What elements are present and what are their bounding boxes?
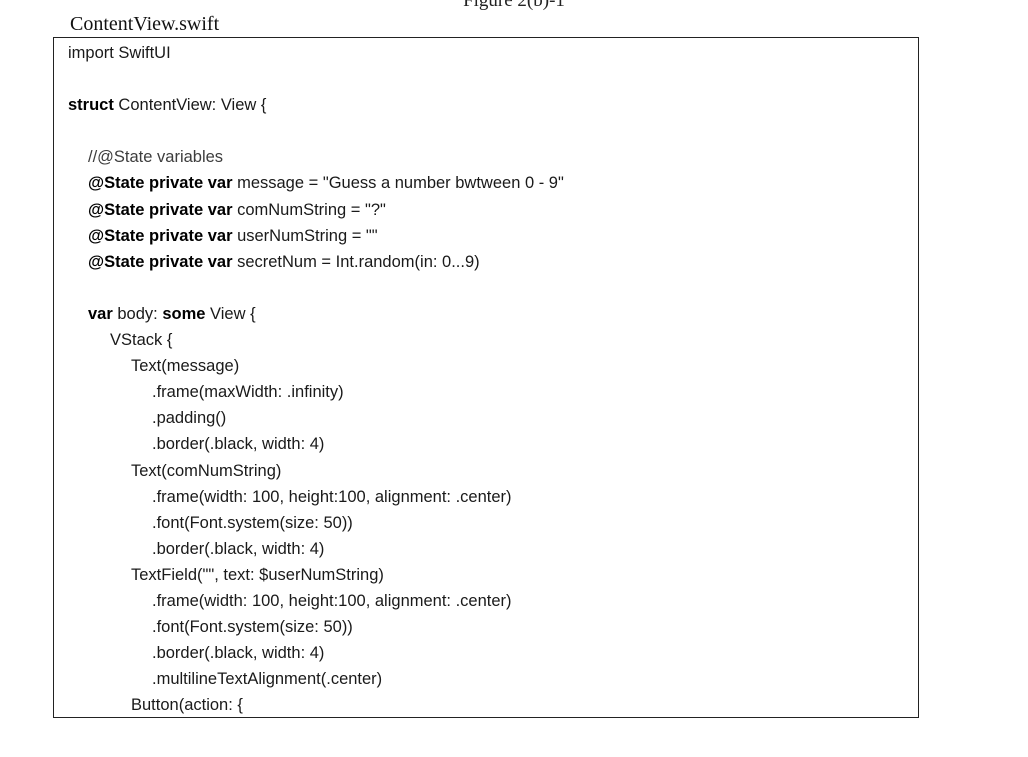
code-text: .multilineTextAlignment(.center) (152, 670, 383, 689)
code-line: .border(.black, width: 4) (68, 536, 912, 562)
code-text: VStack { (110, 331, 173, 350)
code-text: .padding() (152, 409, 227, 428)
code-text: message = "Guess a number bwtween 0 - 9" (232, 174, 564, 193)
code-text: .frame(width: 100, height:100, alignment… (152, 591, 512, 610)
code-text: .frame(width: 100, height:100, alignment… (152, 487, 512, 506)
code-text: Button(action: { (131, 696, 243, 715)
code-text: .border(.black, width: 4) (152, 539, 325, 558)
code-line: .padding() (68, 405, 912, 431)
code-text: Text(comNumString) (131, 461, 282, 480)
code-line: .frame(width: 100, height:100, alignment… (68, 484, 912, 510)
figure-caption: Figure 2(b)-1 (463, 0, 565, 11)
code-text: .font(Font.system(size: 50)) (152, 513, 353, 532)
code-line: Text(comNumString) (68, 458, 912, 484)
keyword: @State private var (88, 174, 233, 193)
code-line: .border(.black, width: 4) (68, 640, 912, 666)
code-text: View { (205, 304, 256, 323)
code-line: TextField("", text: $userNumString) (68, 562, 912, 588)
code-line-blank (68, 118, 912, 144)
code-text: .font(Font.system(size: 50)) (152, 618, 353, 637)
code-text: body: (112, 304, 163, 323)
code-line: @State private var secretNum = Int.rando… (68, 249, 912, 275)
keyword: @State private var (88, 252, 233, 271)
code-line-blank (68, 66, 912, 92)
code-line: .font(Font.system(size: 50)) (68, 510, 912, 536)
code-line: .font(Font.system(size: 50)) (68, 614, 912, 640)
code-line: .multilineTextAlignment(.center) (68, 666, 912, 692)
code-text: ContentView: View { (113, 96, 267, 115)
code-line: @State private var comNumString = "?" (68, 197, 912, 223)
code-line: @State private var userNumString = "" (68, 223, 912, 249)
code-text: secretNum = Int.random(in: 0...9) (232, 252, 480, 271)
code-line: Button(action: { (68, 692, 912, 717)
code-line: @State private var message = "Guess a nu… (68, 170, 912, 196)
file-title: ContentView.swift (70, 13, 220, 35)
code-text: userNumString = "" (232, 226, 378, 245)
keyword: @State private var (88, 226, 233, 245)
code-line: struct ContentView: View { (68, 92, 912, 118)
code-comment: //@State variables (88, 148, 224, 167)
code-text: comNumString = "?" (232, 200, 386, 219)
code-text: TextField("", text: $userNumString) (131, 565, 384, 584)
code-line: VStack { (68, 327, 912, 353)
code-line: var body: some View { (68, 301, 912, 327)
code-line-blank (68, 275, 912, 301)
code-text: .border(.black, width: 4) (152, 644, 325, 663)
code-line: import SwiftUI (68, 40, 912, 66)
code-line: .frame(maxWidth: .infinity) (68, 379, 912, 405)
code-text: import SwiftUI (68, 44, 171, 62)
keyword: @State private var (88, 200, 233, 219)
keyword: var (88, 304, 113, 323)
code-line: .frame(width: 100, height:100, alignment… (68, 588, 912, 614)
keyword: struct (68, 96, 114, 115)
code-text: .frame(maxWidth: .infinity) (152, 383, 344, 402)
code-lines: import SwiftUI struct ContentView: View … (68, 40, 912, 717)
code-text: Text(message) (131, 357, 240, 376)
code-line: //@State variables (68, 144, 912, 170)
code-listing-box: import SwiftUI struct ContentView: View … (53, 37, 919, 718)
code-text: .border(.black, width: 4) (152, 435, 325, 454)
code-line: .border(.black, width: 4) (68, 431, 912, 457)
code-line: Text(message) (68, 353, 912, 379)
keyword: some (162, 304, 206, 323)
